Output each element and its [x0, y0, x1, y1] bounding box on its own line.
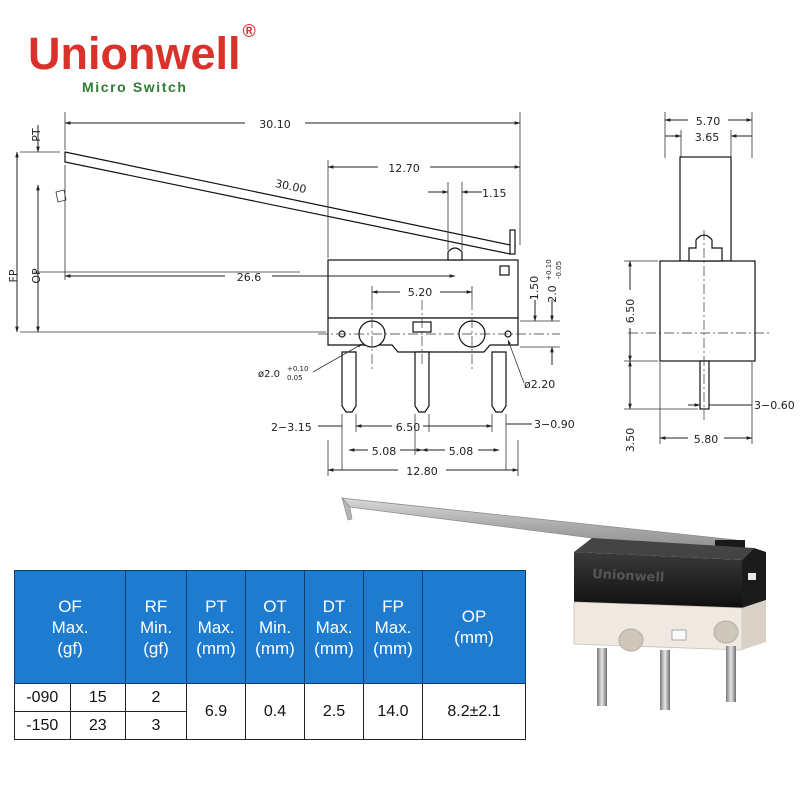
photo-pin-middle [660, 650, 670, 710]
overall-length-label: 30.10 [259, 118, 291, 131]
terminal-pitch-2-label: 5.08 [449, 445, 474, 458]
cell-of: 15 [69, 683, 126, 712]
pt-label: PT [30, 128, 43, 142]
pin-hole-label: ø2.20 [524, 378, 555, 391]
photo-pin-left [597, 648, 607, 706]
photo-hole-right [713, 620, 739, 644]
width-outer-label: 5.70 [696, 115, 721, 128]
photo-hole-left [618, 628, 644, 652]
registered-mark: ® [242, 21, 256, 41]
photo-slot [671, 629, 687, 641]
op-label: OP [30, 268, 43, 284]
lever-length-label: 30.00 [274, 177, 307, 196]
cell-rf: 2 [125, 683, 187, 712]
photo-body-window [748, 573, 756, 580]
brand-tagline: Micro Switch [82, 79, 188, 95]
cell-rf: 3 [125, 711, 187, 740]
body-end [659, 260, 756, 362]
photo-pin-right [726, 646, 736, 702]
terminal-length-label: 3.50 [624, 428, 637, 453]
hole-spacing-label: 5.20 [408, 286, 433, 299]
table-row: -090 15 2 6.9 0.4 2.5 14.0 8.2±2.1 [14, 683, 526, 740]
cell-code: -090 [14, 683, 71, 712]
dim-20-tol-minus: -0.05 [555, 261, 563, 279]
dim-115-label: 1.15 [482, 187, 507, 200]
lever-pivot-label: 26.6 [237, 271, 262, 284]
switch-body [327, 259, 519, 319]
base-length-label: 12.80 [406, 465, 438, 478]
terminal-end-label: 3−0.60 [754, 399, 795, 412]
dim-20-tol-plus: +0.10 [545, 259, 553, 280]
dim-20-label: 2.0 [546, 285, 559, 303]
dim-150-label: 1.50 [528, 276, 541, 301]
cell-fp: 14.0 [363, 683, 423, 740]
cell-code: -150 [14, 711, 71, 740]
plunger-end [688, 234, 723, 262]
photo-body-front [574, 552, 742, 608]
hole-tol-minus: 0.05 [287, 374, 303, 382]
product-photo: Unionwell [340, 497, 766, 710]
base-width-label: 5.80 [694, 433, 719, 446]
width-inner-label: 3.65 [695, 131, 720, 144]
cell-dt: 2.5 [304, 683, 364, 740]
leader-line [507, 339, 525, 384]
cell-of: 23 [69, 711, 126, 740]
photo-body-top [574, 538, 754, 560]
leader-line [312, 343, 363, 373]
terminal-end [699, 360, 710, 410]
header-op: OP(mm) [422, 570, 526, 684]
mount-spacing-label: 6.50 [396, 421, 421, 434]
terminal-right [491, 351, 507, 413]
brand-name: Unionwell [28, 28, 241, 79]
fp-label: FP [7, 269, 20, 282]
side-view: FP OP PT 30.10 30.00 12.70 1.15 [7, 112, 575, 478]
terminal-pitch-1-label: 5.08 [372, 445, 397, 458]
terminal-middle [414, 351, 430, 413]
lever-tip [509, 229, 516, 255]
height-label: 6.50 [624, 299, 637, 324]
body-window [499, 265, 510, 276]
hole-tol-plus: +0.10 [287, 365, 308, 373]
body-length-label: 12.70 [388, 162, 420, 175]
photo-marking: Unionwell [592, 567, 665, 586]
hole-diameter-label: ø2.0 [258, 369, 280, 380]
plunger [447, 247, 463, 261]
cell-pt: 6.9 [186, 683, 246, 740]
photo-lever-tip [341, 497, 353, 521]
terminal-left [341, 351, 357, 413]
cell-ot: 0.4 [245, 683, 305, 740]
photo-base-side [742, 600, 766, 650]
table-row: -150 23 3 [14, 711, 526, 740]
terminal-thickness-label: 3−0.90 [534, 418, 575, 431]
terminal-width-label: 2−3.15 [271, 421, 312, 434]
lever-tab [55, 189, 67, 203]
end-view: 5.70 3.65 6.50 3.50 3−0.60 [624, 112, 795, 452]
cell-op: 8.2±2.1 [422, 683, 526, 740]
brand-logo: Unionwell® [28, 21, 256, 80]
